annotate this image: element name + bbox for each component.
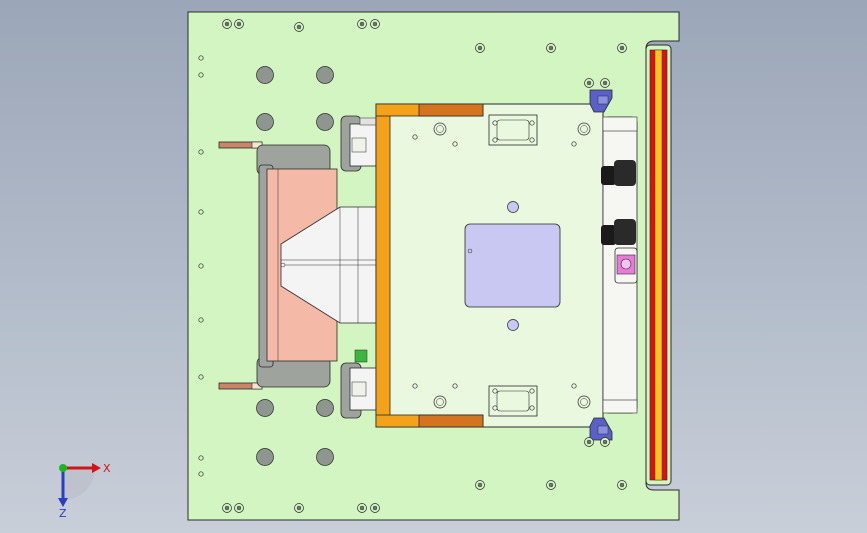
carriage-bolt-2-inner: [436, 398, 444, 406]
carriage-bolt-0-inner: [436, 125, 444, 133]
edge-screw-4-core: [372, 21, 378, 27]
carriage-screw-2: [412, 383, 418, 389]
edge-screw-12-core: [372, 505, 378, 511]
pin-hole-2: [198, 149, 204, 155]
large-hole-0: [256, 66, 274, 84]
carriage-screw-1: [452, 141, 458, 147]
edge-screw-1-core: [236, 21, 242, 27]
clamp-screw-1-core: [602, 80, 608, 86]
large-hole-3: [316, 113, 334, 131]
mounting-block-top: [488, 114, 538, 146]
large-hole-1: [316, 66, 334, 84]
carriage-screw-9: [529, 137, 535, 143]
edge-screw-11-core: [359, 505, 365, 511]
large-hole-2: [256, 113, 274, 131]
large-hole-4: [256, 399, 274, 417]
pin-hole-6: [198, 374, 204, 380]
clamp-screw-2-core: [586, 439, 592, 445]
edge-screw-2-core: [296, 24, 302, 30]
locating-hole-top: [507, 201, 519, 213]
carriage-screw-10: [492, 388, 498, 394]
hole-pattern: [198, 19, 627, 513]
carriage-bolt-3-inner: [580, 398, 588, 406]
carriage-screw-8: [492, 137, 498, 143]
pad-pin-0: [467, 248, 473, 254]
coordinate-triad-icon: X Z: [58, 462, 111, 520]
carriage-screw-6: [492, 120, 498, 126]
left-clamp-bar-top: [218, 141, 263, 149]
edge-screw-15-core: [619, 482, 625, 488]
large-hole-6: [256, 448, 274, 466]
carriage-screw-12: [492, 405, 498, 411]
pin-hole-1: [198, 72, 204, 78]
large-hole-5: [316, 399, 334, 417]
linear-rail: [645, 44, 672, 486]
pin-hole-8: [198, 471, 204, 477]
large-hole-7: [316, 448, 334, 466]
suction-pad: [464, 223, 561, 308]
edge-screw-9-core: [236, 505, 242, 511]
clamp-screw-3-core: [602, 439, 608, 445]
edge-screw-10-core: [296, 505, 302, 511]
edge-screw-0-core: [224, 21, 230, 27]
edge-screw-14-core: [548, 482, 554, 488]
carriage-screw-11: [529, 388, 535, 394]
left-guide-block-bottom: [340, 349, 379, 419]
edge-screw-13-core: [477, 482, 483, 488]
left-guide-block-top: [340, 115, 379, 172]
carriage-screw-13: [529, 405, 535, 411]
blue-clamp-top: [589, 89, 613, 113]
carriage-screw-3: [452, 383, 458, 389]
locating-hole-bottom: [507, 319, 519, 331]
pin-hole-3: [198, 209, 204, 215]
pin-hole-0: [198, 55, 204, 61]
sensor-module: [614, 247, 638, 284]
carriage-rails: [375, 103, 484, 428]
cylinder-ends: [601, 160, 636, 245]
clamp-screw-0-core: [586, 80, 592, 86]
pin-hole-4: [198, 263, 204, 269]
edge-screw-5-core: [477, 45, 483, 51]
edge-screw-7-core: [619, 45, 625, 51]
edge-screw-3-core: [359, 21, 365, 27]
z-axis-label: Z: [59, 507, 67, 520]
edge-screw-6-core: [548, 45, 554, 51]
carriage-bolt-1-inner: [580, 125, 588, 133]
edge-screw-8-core: [224, 505, 230, 511]
pin-hole-5: [198, 317, 204, 323]
blue-clamp-bottom: [589, 417, 613, 441]
left-clamp-bar-bottom: [218, 382, 263, 390]
pin-hole-7: [198, 455, 204, 461]
carriage-screw-0: [412, 134, 418, 140]
v-jaw: [280, 206, 377, 324]
carriage-screw-7: [529, 120, 535, 126]
carriage-screw-4: [571, 141, 577, 147]
x-axis-label: X: [103, 462, 111, 475]
carriage-screw-5: [571, 383, 577, 389]
